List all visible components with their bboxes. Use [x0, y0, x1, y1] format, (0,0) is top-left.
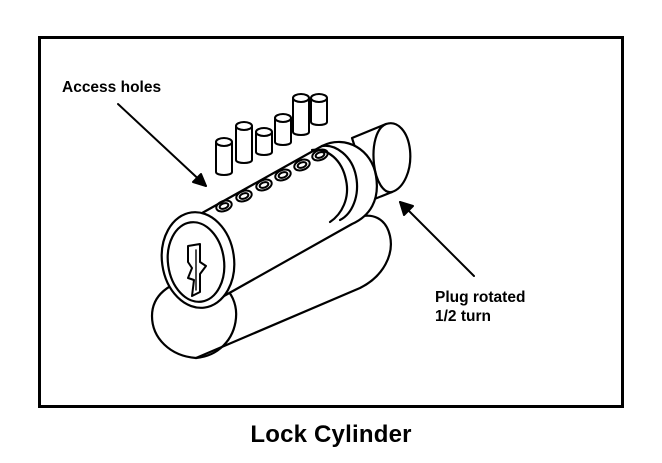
figure-caption: Lock Cylinder [250, 421, 412, 448]
access-holes-arrow [117, 103, 207, 187]
access-holes-text: Access holes [62, 79, 162, 96]
plug-rotated-line1: Plug rotated [435, 289, 526, 306]
pin-stack-icon [215, 93, 328, 176]
access-holes [215, 148, 329, 213]
cylinder-front-face [160, 211, 236, 309]
access-holes-label: Access holes [62, 78, 161, 97]
plug-rotated-label: Plug rotated 1/2 turn [435, 288, 525, 326]
plug-rotated-arrow [399, 201, 475, 277]
plug-rotated-line2: 1/2 turn [435, 308, 491, 325]
figure-frame [38, 36, 624, 408]
